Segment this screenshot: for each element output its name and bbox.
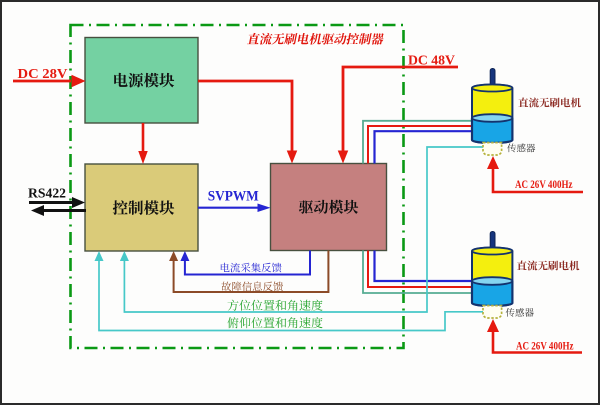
- svg-text:SVPWM: SVPWM: [208, 189, 259, 205]
- svg-text:AC 26V 400Hz: AC 26V 400Hz: [515, 177, 573, 191]
- svg-text:AC 26V 400Hz: AC 26V 400Hz: [516, 339, 574, 353]
- svg-text:DC 28V: DC 28V: [18, 66, 68, 81]
- svg-text:RS422: RS422: [28, 186, 66, 201]
- svg-text:DC 48V: DC 48V: [408, 54, 455, 69]
